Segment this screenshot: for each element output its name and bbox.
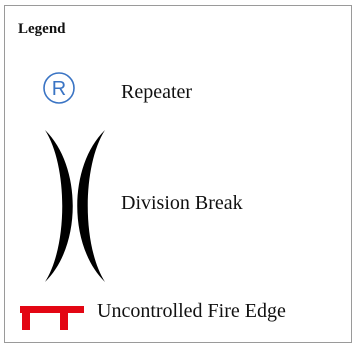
repeater-glyph: R [52, 78, 66, 100]
legend-title: Legend [18, 21, 66, 37]
map-legend: Legend R Repeater Division Break Unc [4, 5, 352, 343]
repeater-icon: R [41, 70, 77, 106]
uncontrolled-fire-edge-icon [20, 304, 86, 332]
legend-entry-division-break: Division Break [5, 126, 351, 286]
legend-label-repeater: Repeater [121, 81, 193, 103]
division-break-icon [40, 126, 110, 286]
legend-label-uncontrolled-fire-edge: Uncontrolled Fire Edge [97, 300, 286, 322]
legend-label-division-break: Division Break [121, 192, 243, 214]
legend-entry-repeater: R Repeater [5, 70, 351, 114]
legend-entry-uncontrolled-fire-edge: Uncontrolled Fire Edge [5, 296, 351, 336]
